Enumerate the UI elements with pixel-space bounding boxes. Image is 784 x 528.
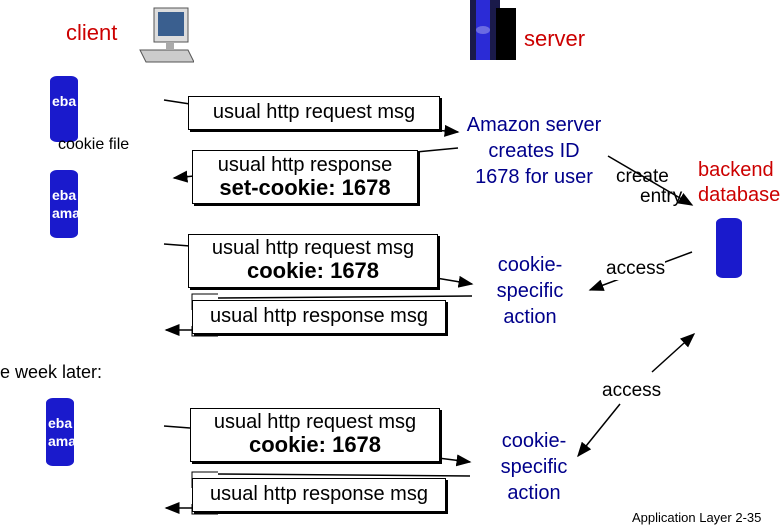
- cookie-file-cylinder-icon-1: eba: [50, 76, 78, 142]
- cookie-specific-2-line-3: action: [507, 482, 561, 504]
- client-label: client: [66, 20, 118, 45]
- cookie-store-3-line-1: eba: [48, 415, 73, 431]
- entry-label: entry: [640, 186, 683, 207]
- request-msg-1-text: usual http request msg: [212, 101, 416, 123]
- cookie-store-2-line-1: eba: [52, 187, 77, 203]
- arrow-access-2-down: [577, 403, 621, 458]
- request-msg-1: usual http request msg: [188, 96, 440, 130]
- cookie-specific-action-2: cookie- specific action: [484, 428, 584, 506]
- arrow-access-2-up: [651, 332, 696, 373]
- request-msg-2-line-1: usual http request msg: [211, 237, 415, 259]
- arrow-response-1-to-client: [172, 170, 195, 183]
- request-msg-3-line-2: cookie: 1678: [248, 432, 382, 457]
- response-msg-3-text: usual http response msg: [210, 483, 428, 505]
- one-week-later-label: e week later:: [0, 362, 103, 382]
- cookie-store-3-line-2: ama: [48, 433, 74, 449]
- database-icon: [716, 218, 742, 278]
- server-tower-icon: [466, 0, 522, 62]
- arrow-create-entry: [607, 155, 694, 206]
- arrow-request-2: [163, 243, 191, 247]
- server-label: server: [524, 26, 586, 51]
- arrow-request-3-to-server: [437, 454, 472, 467]
- response-msg-1: usual http response set-cookie: 1678: [192, 150, 418, 204]
- backend-database-label: backend database: [698, 158, 780, 208]
- cookie-specific-action-1: cookie- specific action: [480, 252, 580, 330]
- response-msg-2-text: usual http response msg: [210, 305, 428, 327]
- create-label: create: [616, 166, 669, 187]
- arrow-request-2-to-server: [435, 275, 474, 288]
- cookie-specific-2-line-1: cookie-: [501, 430, 567, 452]
- cookie-specific-1-line-3: action: [503, 306, 557, 328]
- request-msg-2: usual http request msg cookie: 1678: [188, 234, 438, 288]
- response-msg-1-line-1: usual http response: [217, 154, 393, 176]
- request-msg-3-line-1: usual http request msg: [213, 411, 417, 433]
- arrow-response-1-from-server: [415, 147, 459, 153]
- computer-icon: [138, 6, 195, 66]
- cookie-store-2-line-2: ama: [52, 205, 78, 221]
- arrow-response-3-from-server: [217, 473, 471, 477]
- response-msg-2: usual http response msg: [192, 300, 446, 334]
- response-msg-3: usual http response msg: [192, 478, 446, 512]
- cookie-store-1-line-1: eba: [52, 93, 77, 109]
- access-label-2: access: [602, 380, 662, 402]
- cookie-specific-2-line-2: specific: [500, 456, 568, 478]
- arrow-response-2-from-server: [217, 295, 473, 299]
- database-label: database: [698, 184, 781, 206]
- cookie-file-label: cookie file: [58, 136, 130, 153]
- amazon-server-note: Amazon server creates ID 1678 for user: [456, 112, 612, 190]
- request-msg-3: usual http request msg cookie: 1678: [190, 408, 440, 462]
- cookie-specific-1-line-1: cookie-: [497, 254, 563, 276]
- footer-label: Application Layer 2-35: [632, 510, 762, 525]
- cookie-file-cylinder-icon-3: eba ama: [46, 398, 74, 466]
- arrow-request-3: [163, 425, 191, 429]
- cookie-specific-1-line-2: specific: [496, 280, 564, 302]
- access-label-1: access: [606, 258, 666, 280]
- amazon-server-line-1: Amazon server: [466, 114, 602, 136]
- amazon-server-line-2: creates ID: [488, 140, 580, 162]
- cookie-file-cylinder-icon-2: eba ama: [50, 170, 78, 238]
- request-msg-2-line-2: cookie: 1678: [246, 258, 380, 283]
- response-msg-1-line-2: set-cookie: 1678: [219, 175, 391, 200]
- backend-label: backend: [698, 159, 774, 181]
- arrow-request-1: [163, 99, 191, 105]
- amazon-server-line-3: 1678 for user: [475, 166, 593, 188]
